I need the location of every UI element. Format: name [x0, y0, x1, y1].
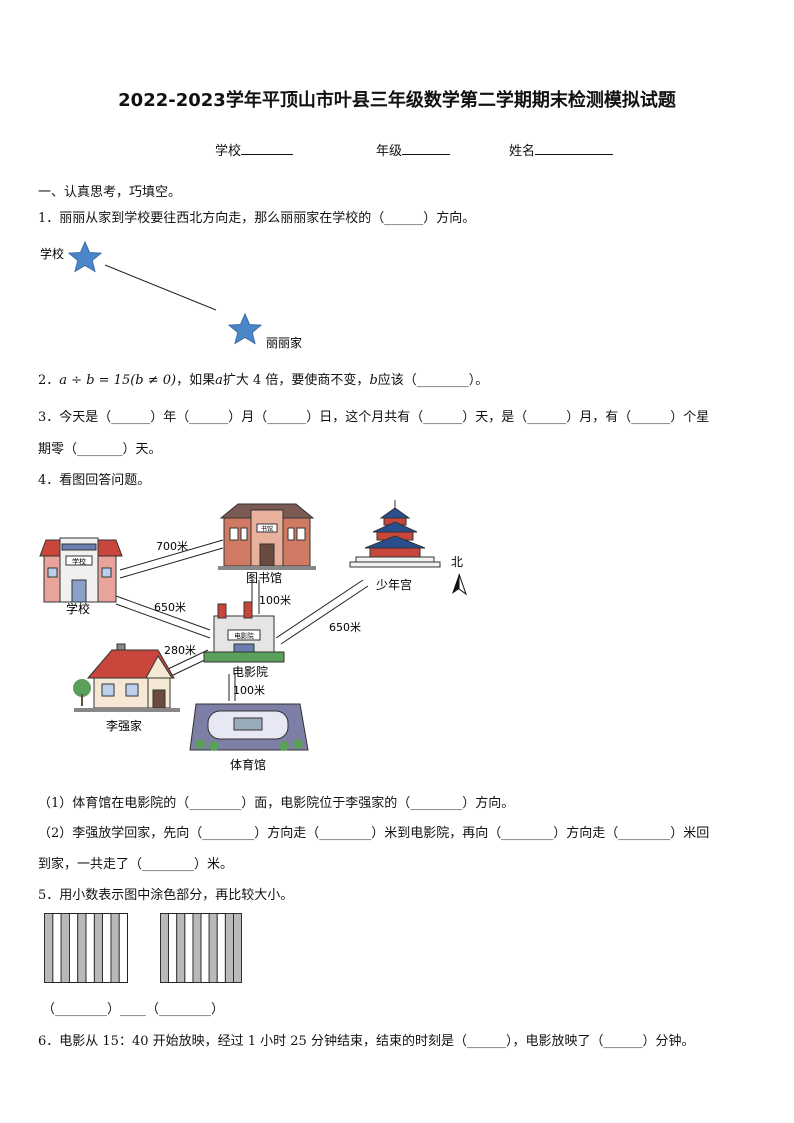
q1-school-label: 学校 — [40, 246, 64, 261]
school-label: 学校 — [66, 601, 90, 616]
question-5: 5．用小数表示图中涂色部分，再比较大小。 — [38, 888, 294, 903]
section-heading: 一、认真思考，巧填空。 — [38, 185, 182, 200]
q2-mid2: 扩大 4 倍，要使商不变， — [222, 373, 370, 388]
question-3-line-1: 3．今天是（______）年（______）月（______）日，这个月共有（_… — [38, 410, 710, 425]
road-school-cinema — [115, 595, 211, 639]
youth-palace-label: 少年宫 — [376, 577, 412, 592]
stadium-label: 体育馆 — [230, 757, 266, 772]
q5-answer-line: （________）____（________） — [42, 1002, 225, 1017]
stadium-icon — [189, 703, 309, 751]
school-building-icon: 学校 — [39, 537, 123, 603]
home-star-icon — [227, 312, 263, 345]
question-3-line-2: 期零（_______）天。 — [38, 442, 162, 457]
school-sign: 学校 — [72, 557, 86, 566]
name-field: 姓名 — [509, 140, 614, 159]
cinema-label: 电影院 — [232, 665, 268, 679]
road-palace-cinema — [275, 579, 369, 645]
question-4: 4．看图回答问题。 — [38, 473, 151, 488]
q5-figure-right — [160, 913, 242, 983]
north-label: 北 — [451, 555, 463, 569]
li-home-icon — [73, 643, 180, 712]
question-4-sub-2-line-2: 到家，一共走了（________）米。 — [38, 857, 234, 872]
library-building-icon: 书馆 — [218, 503, 316, 570]
school-star-icon — [67, 240, 103, 273]
youth-palace-icon — [349, 500, 441, 568]
cinema-sign: 电影院 — [234, 631, 254, 640]
question-4-sub-1: （1）体育馆在电影院的（________）面，电影院位于李强家的（_______… — [38, 796, 515, 811]
distance-library-cinema: 100米 — [259, 594, 291, 607]
question-2: 2．a ÷ b = 15(b ≠ 0)，如果a扩大 4 倍，要使商不变，b应该（… — [38, 369, 488, 388]
question-4-sub-2-line-1: （2）李强放学回家，先向（________）方向走（________）米到电影院… — [38, 826, 710, 841]
q4-map: 学校 学校 书馆 图书馆 少年宫 北 — [39, 500, 467, 772]
school-blank[interactable] — [241, 140, 294, 155]
q2-suffix: 应该（________）。 — [377, 373, 489, 388]
q1-diagram: 学校 丽丽家 — [40, 240, 302, 350]
q2-prefix: 2． — [38, 373, 60, 388]
page-title: 2022-2023学年平顶山市叶县三年级数学第二学期期末检测模拟试题 — [118, 90, 676, 111]
name-blank[interactable] — [535, 140, 614, 155]
li-home-label: 李强家 — [106, 718, 142, 733]
distance-palace-cinema: 650米 — [329, 621, 361, 634]
library-sign: 书馆 — [261, 525, 273, 533]
q2-formula: a ÷ b = 15(b ≠ 0) — [59, 373, 177, 388]
library-label: 图书馆 — [246, 570, 282, 585]
cinema-building-icon: 电影院 — [203, 601, 285, 663]
grade-blank[interactable] — [402, 140, 451, 155]
school-label: 学校 — [215, 144, 242, 159]
question-1: 1．丽丽从家到学校要往西北方向走，那么丽丽家在学校的（______）方向。 — [38, 211, 476, 226]
road-library-cinema — [251, 580, 260, 614]
q2-mid: ，如果 — [176, 373, 216, 388]
q2-var-b: b — [369, 373, 378, 388]
grade-field: 年级 — [376, 140, 451, 159]
distance-home-cinema: 280米 — [164, 644, 196, 657]
q5-figure-left — [44, 913, 128, 983]
q1-home-label: 丽丽家 — [266, 335, 302, 350]
distance-school-library: 700米 — [156, 540, 188, 553]
distance-school-cinema: 650米 — [154, 601, 186, 614]
school-home-line — [104, 264, 217, 311]
north-arrow-icon — [452, 573, 467, 596]
road-cinema-stadium — [228, 674, 236, 701]
question-6: 6．电影从 15：40 开始放映，经过 1 小时 25 分钟结束，结束的时刻是（… — [38, 1034, 695, 1049]
road-school-library — [119, 539, 224, 579]
school-field: 学校 — [215, 140, 294, 159]
q2-var-a: a — [215, 373, 223, 388]
grade-label: 年级 — [376, 144, 403, 159]
name-label: 姓名 — [509, 144, 536, 159]
distance-cinema-stadium: 100米 — [233, 684, 265, 697]
